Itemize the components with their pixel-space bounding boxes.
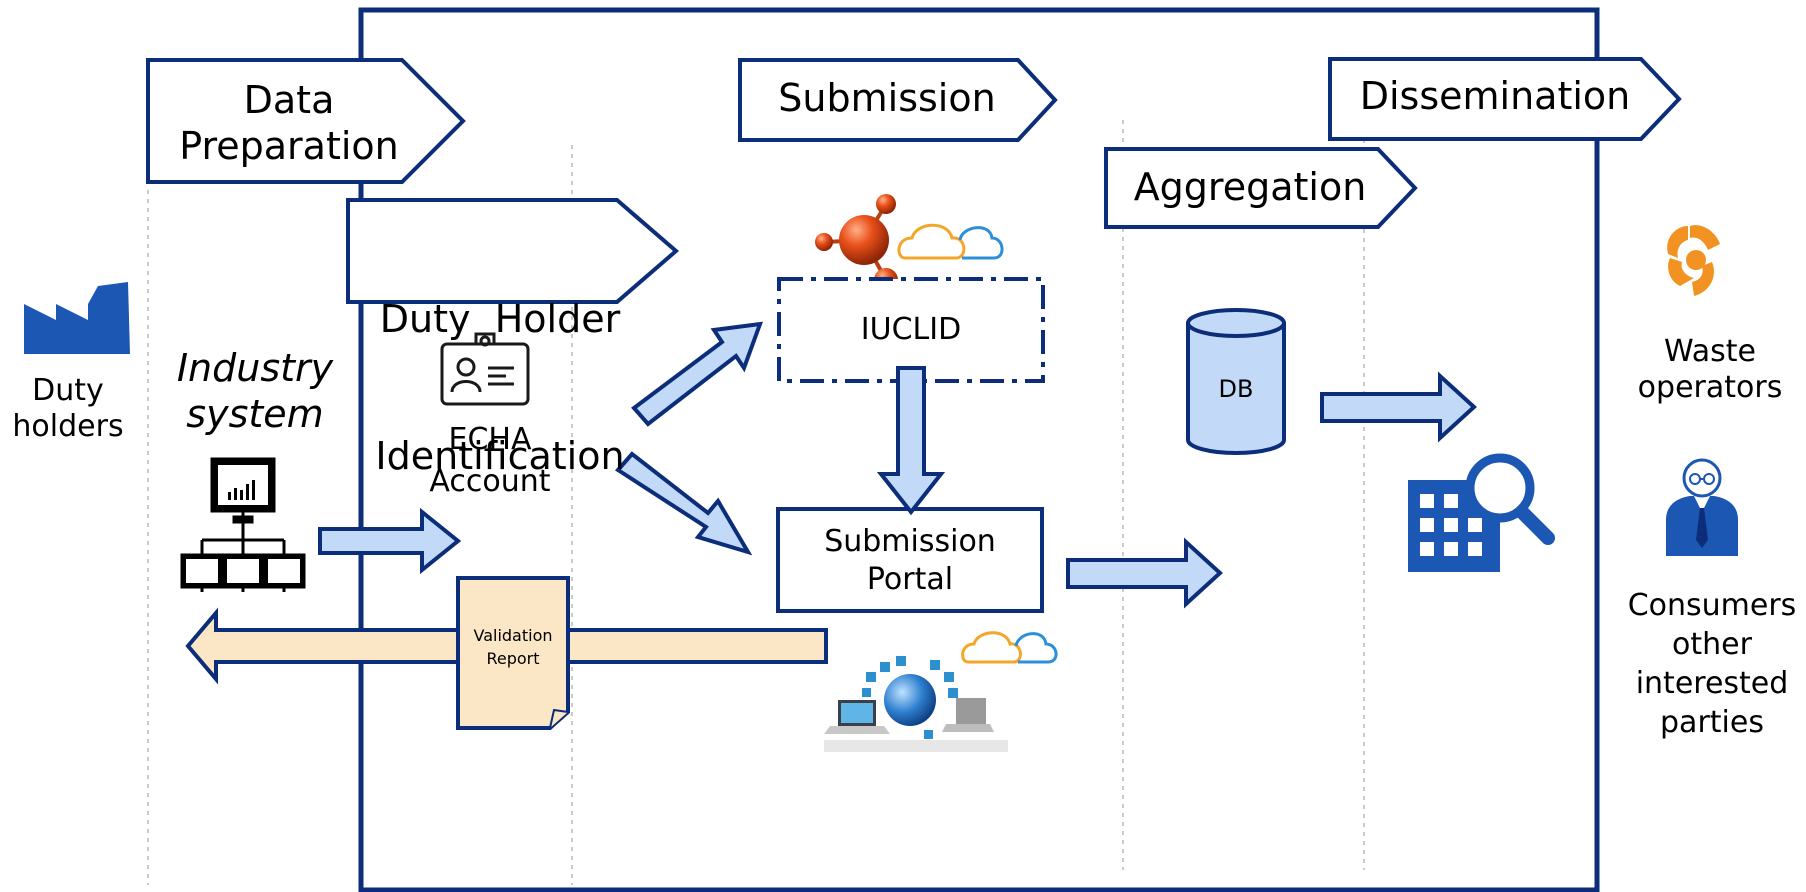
duty-holders-label: Duty holders (12, 373, 124, 444)
system-frame (358, 7, 1600, 892)
stage-duty-holder-identification (346, 198, 680, 304)
factory-icon (24, 282, 130, 354)
waste-operators-label: Waste operators (1637, 334, 1783, 405)
stage-headers (146, 57, 1682, 304)
stage-submission (738, 58, 1058, 142)
stage-label-submission: Submission (778, 76, 996, 120)
arrow-echa-to-portal (614, 451, 753, 556)
iuclid-box[interactable] (777, 277, 1045, 383)
iuclid-label: IUCLID (860, 312, 962, 347)
submission-portal-label: Submission Portal (824, 524, 996, 597)
consumers-label: Consumers other interested parties (1627, 588, 1797, 740)
echa-account-label: ECHA Account (429, 422, 551, 499)
stage-label-aggregation: Aggregation (1133, 165, 1367, 209)
arrow-iuclid-to-portal (876, 366, 946, 516)
cloud-icon (961, 631, 1058, 664)
network-computers-icon (180, 457, 306, 592)
globe-network-icon (824, 656, 1008, 752)
molecule-icon (815, 194, 898, 292)
validation-report-label: Validation Report (473, 626, 553, 669)
stage-dissemination (1328, 57, 1682, 141)
stage-aggregation (1104, 147, 1418, 229)
db-label: DB (1218, 375, 1254, 403)
stage-label-data-preparation: Data Preparation (179, 78, 399, 168)
database-icon (1186, 308, 1286, 455)
flow-arrows (318, 321, 1477, 609)
industry-system-label: Industry system (176, 346, 334, 436)
submission-portal-box[interactable] (776, 507, 1044, 613)
id-card-icon (440, 332, 530, 406)
arrow-portal-to-aggregation (1066, 537, 1223, 609)
business-person-icon (1666, 458, 1738, 556)
arrow-db-to-dissemination (1320, 371, 1477, 443)
arrow-echa-to-iuclid (631, 321, 764, 427)
arrow-industry-to-echa (318, 507, 462, 575)
validation-report-document[interactable] (456, 576, 570, 730)
stage-data-preparation (146, 58, 466, 184)
stage-label-duty-holder-identification: Duty Holder Identification (375, 297, 625, 478)
column-separators (147, 120, 1365, 885)
recycle-icon (1667, 225, 1720, 296)
cloud-icon (897, 223, 1004, 260)
stage-label-dissemination: Dissemination (1359, 74, 1631, 118)
building-search-icon (1408, 453, 1555, 572)
